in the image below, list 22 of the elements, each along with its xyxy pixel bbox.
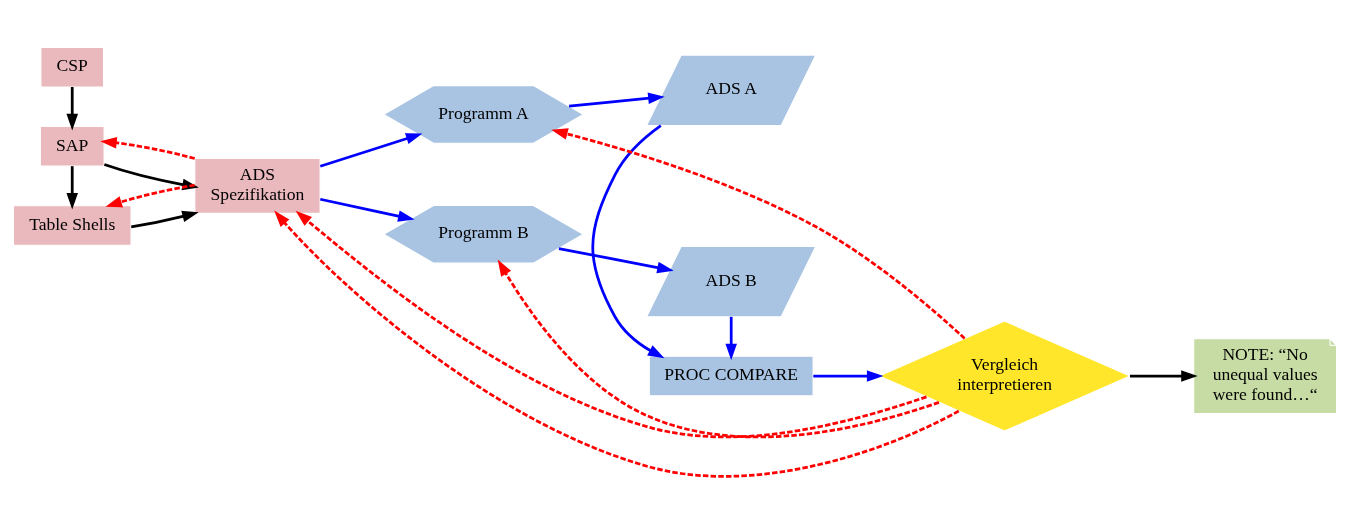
arrow [568,92,665,107]
arrow [558,246,674,273]
arrow [813,369,884,382]
arrow [1129,369,1198,382]
arrow [551,127,966,339]
arrow [131,210,199,228]
arrow [100,136,196,160]
arrow [591,124,665,358]
node-box: CSP [40,46,105,87]
arrow [105,183,195,207]
node-box: Table Shells [12,204,132,246]
arrow [66,86,78,130]
node-box: PROC COMPARE [648,355,814,396]
arrow [725,316,737,360]
arrow [319,132,423,167]
arrow [66,165,78,210]
arrow [274,210,960,478]
arrow [320,197,415,222]
node-box: ADS Spezifikation [194,157,321,214]
node-box: SAP [39,125,105,167]
arrow [295,210,927,438]
arrow [497,259,940,438]
